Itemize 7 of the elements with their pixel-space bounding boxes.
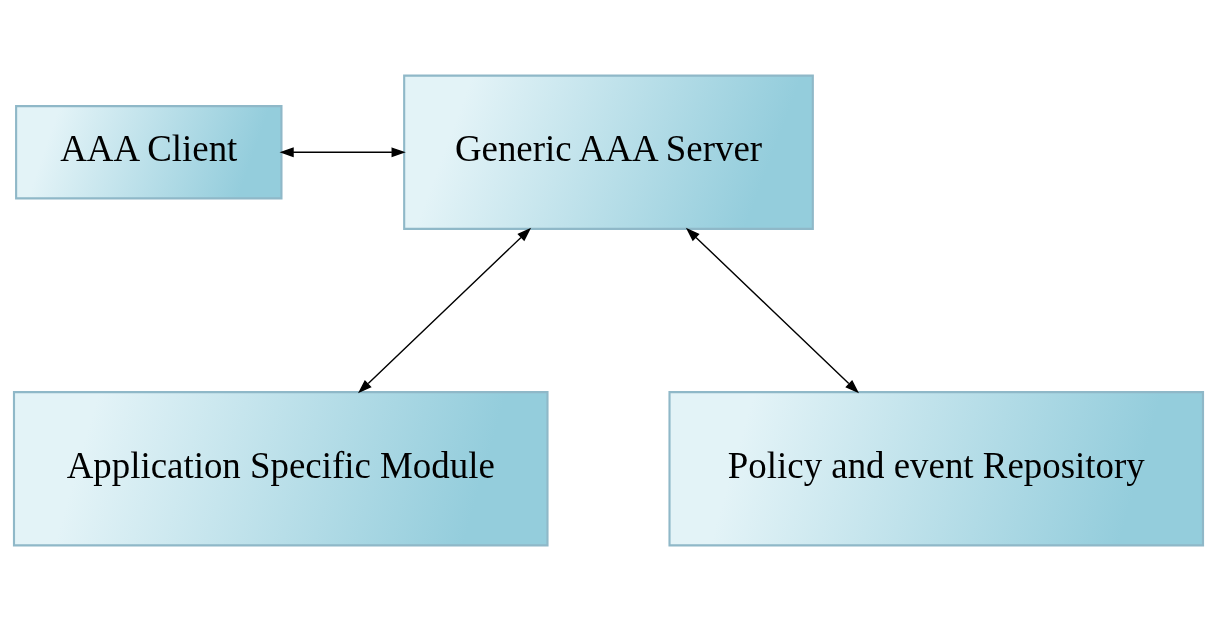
arrow — [685, 227, 859, 393]
node-box: Policy and event Repository — [668, 390, 1205, 546]
arrow — [358, 227, 532, 393]
arrow — [279, 146, 406, 157]
node-box: AAA Client — [15, 104, 283, 199]
node-box: Generic AAA Server — [403, 74, 814, 230]
node-box: Application Specific Module — [12, 390, 549, 546]
